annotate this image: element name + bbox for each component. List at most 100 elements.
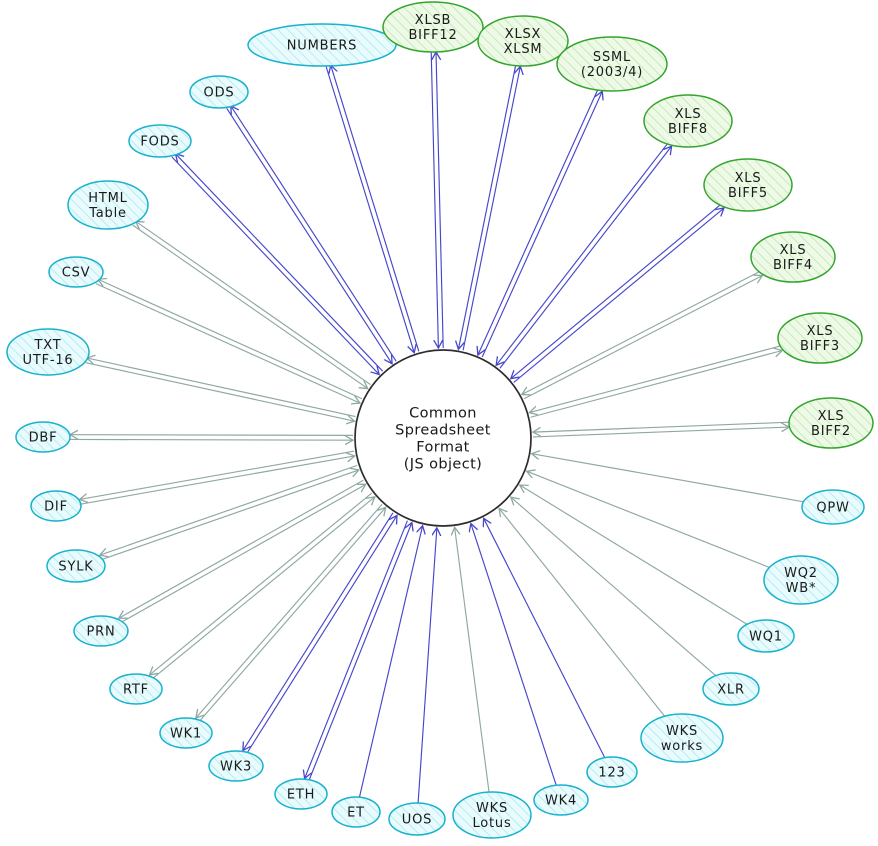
node-wk4: WK4 xyxy=(533,784,589,816)
edge-dbf xyxy=(69,439,353,440)
node-label-wk3: WK3 xyxy=(220,760,252,775)
edge-rtf xyxy=(152,497,375,680)
node-label-dbf: DBF xyxy=(29,431,58,446)
edge-xlsb xyxy=(436,52,444,348)
node-wq1: WQ1 xyxy=(737,619,795,653)
edge-ods xyxy=(226,108,392,363)
edge-wk3 xyxy=(243,512,394,751)
edge-wk1 xyxy=(196,503,383,718)
edges xyxy=(69,52,804,804)
node-label-prn: PRN xyxy=(87,625,116,640)
node-label-dif: DIF xyxy=(44,500,68,515)
edge-et xyxy=(358,526,422,798)
edge-xls-biff2 xyxy=(533,421,790,432)
node-label-xlr: XLR xyxy=(717,683,745,698)
edge-xls-biff8 xyxy=(496,142,669,365)
node-label-wk4: WK4 xyxy=(545,794,577,809)
node-eth: ETH xyxy=(274,778,328,810)
node-numbers: NUMBERS xyxy=(247,23,397,67)
edge-sylk xyxy=(100,464,358,555)
edge-csv xyxy=(95,283,360,403)
node-rtf: RTF xyxy=(109,673,163,705)
node-label-qpw: QPW xyxy=(816,501,849,516)
edge-wk3 xyxy=(246,515,397,754)
node-ods: ODS xyxy=(189,75,249,109)
edge-txt xyxy=(87,358,356,418)
node-label-wk1: WK1 xyxy=(170,727,202,742)
edge-xlsb xyxy=(430,52,438,348)
node-dbf: DBF xyxy=(15,421,71,453)
edge-wks-works xyxy=(499,508,666,717)
edge-html xyxy=(132,224,368,388)
edge-xls-biff4 xyxy=(522,270,761,394)
edge-xlsx xyxy=(462,66,520,351)
edge-csv xyxy=(98,279,363,400)
edge-dif xyxy=(80,456,354,505)
node-label-et: ET xyxy=(347,806,365,821)
node-wk3: WK3 xyxy=(208,750,264,782)
edge-xlsx xyxy=(458,65,517,349)
node-sylk: SYLK xyxy=(46,549,106,583)
edge-wk1 xyxy=(199,507,385,722)
edge-ssml xyxy=(481,91,602,358)
node-label-n123: 123 xyxy=(598,766,625,781)
node-dif: DIF xyxy=(30,490,82,522)
edge-rtf xyxy=(149,492,373,675)
node-wk1: WK1 xyxy=(159,717,213,749)
node-label-numbers: NUMBERS xyxy=(287,39,357,54)
edge-wks-lotus xyxy=(455,527,490,793)
node-csv: CSV xyxy=(48,256,104,288)
edge-xls-biff5 xyxy=(511,203,722,378)
node-n123: 123 xyxy=(586,756,638,788)
node-xlr: XLR xyxy=(702,672,760,706)
edge-xls-biff4 xyxy=(523,276,762,400)
node-label-ods: ODS xyxy=(204,86,235,101)
edge-xls-biff3 xyxy=(530,350,783,418)
edge-txt xyxy=(85,362,355,422)
node-et: ET xyxy=(331,796,381,828)
edge-n123 xyxy=(484,518,606,758)
edge-xls-biff2 xyxy=(533,427,789,438)
edge-eth xyxy=(305,520,408,779)
edge-uos xyxy=(417,528,437,804)
edge-qpw xyxy=(532,454,804,503)
node-label-ssml: SSML(2003/4) xyxy=(581,50,643,80)
node-prn: PRN xyxy=(73,615,129,647)
node-fods: FODS xyxy=(128,124,192,158)
edge-fods xyxy=(175,154,384,372)
edge-xlr xyxy=(511,497,717,677)
edge-html xyxy=(135,221,371,386)
edge-dbf xyxy=(70,435,354,436)
edge-fods xyxy=(171,156,379,374)
edge-eth xyxy=(308,522,412,781)
edge-dif xyxy=(80,450,355,499)
edge-xls-biff8 xyxy=(499,146,672,369)
node-ssml: SSML(2003/4) xyxy=(556,36,668,92)
node-uos: UOS xyxy=(388,802,446,836)
edge-xls-biff5 xyxy=(513,208,724,383)
